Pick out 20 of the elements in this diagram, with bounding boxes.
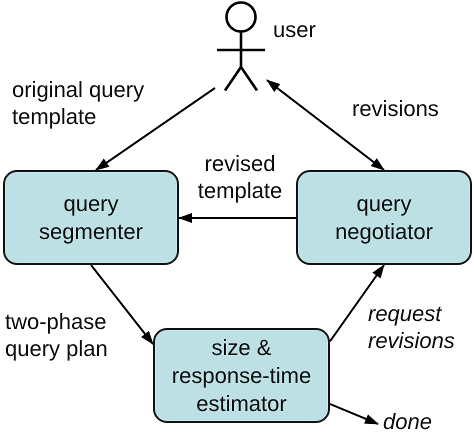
end-label: done — [378, 408, 438, 436]
edge-label: revisions — [352, 95, 440, 122]
process-box — [153, 328, 330, 423]
box-label: size & response-time estimator — [170, 334, 312, 418]
edge-label: revised template — [196, 150, 284, 204]
process-box — [3, 170, 179, 265]
box-label: query segmenter — [38, 190, 144, 246]
edge-label: request revisions — [368, 300, 456, 354]
edge-label: two-phase query plan — [5, 308, 109, 362]
person-icon — [215, 1, 267, 92]
arrow — [95, 87, 216, 171]
edge-label: original query template — [12, 76, 146, 130]
actor-label: user — [273, 16, 316, 43]
arrow — [330, 403, 379, 425]
arrow — [178, 212, 296, 223]
process-box — [296, 170, 472, 265]
arrow — [329, 264, 385, 342]
box-label: query negotiator — [334, 190, 434, 246]
arrow — [266, 79, 385, 171]
arrow — [90, 264, 154, 345]
